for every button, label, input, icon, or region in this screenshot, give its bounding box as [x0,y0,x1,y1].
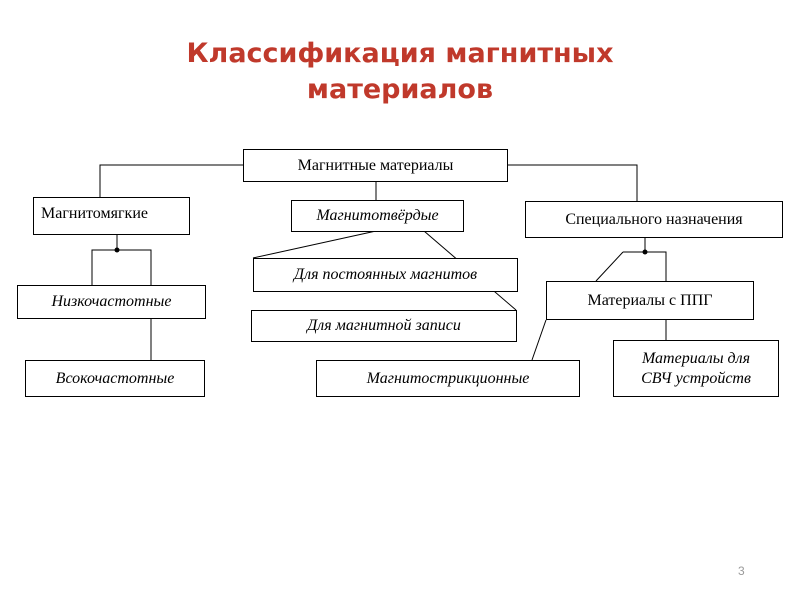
node-microwave-line-2: СВЧ устройств [641,369,751,387]
node-low-frequency-label: Низкочастотные [51,293,172,310]
node-magnetostrictive: Магнитострикционные [316,360,580,397]
connector-special-magnetostrictive [595,251,624,282]
page-number: 3 [738,564,745,578]
node-root: Магнитные материалы [243,149,508,182]
connector-ppg-magnetostrictive [531,319,547,361]
node-ppg-materials-label: Материалы с ППГ [587,291,713,309]
title-line-1: Классификация магнитных [186,38,614,69]
node-high-frequency: Всокочастотные [25,360,205,397]
node-magnetostrictive-label: Магнитострикционные [366,369,530,387]
page-title: Классификация магнитных материалов [0,36,800,108]
node-low-frequency: Низкочастотные [17,285,206,319]
title-line-2: материалов [306,74,494,105]
node-ppg-materials: Материалы с ППГ [546,281,754,320]
node-root-label: Магнитные материалы [297,156,454,174]
node-microwave-materials: Материалы для СВЧ устройств [613,340,779,397]
node-soft-label: Магнитомягкие [41,205,148,222]
junction-dot-soft [114,247,120,253]
node-soft: Магнитомягкие [33,197,190,235]
node-hard-label: Магнитотвёрдые [316,207,439,224]
node-microwave-line-1: Материалы для [641,349,751,367]
node-special: Специального назначения [525,201,783,238]
connector-root-special [508,164,638,201]
node-high-frequency-label: Всокочастотные [55,369,175,387]
node-permanent-magnets-label: Для постоянных магнитов [293,266,478,283]
node-special-label: Специального назначения [565,210,743,228]
connector-root-soft [99,164,243,197]
node-permanent-magnets: Для постоянных магнитов [253,258,518,292]
node-magnetic-recording: Для магнитной записи [251,310,517,342]
connector-hard-permanent [252,230,377,259]
node-magnetic-recording-label: Для магнитной записи [307,317,461,334]
node-hard: Магнитотвёрдые [291,200,464,232]
junction-dot-special [642,249,648,255]
